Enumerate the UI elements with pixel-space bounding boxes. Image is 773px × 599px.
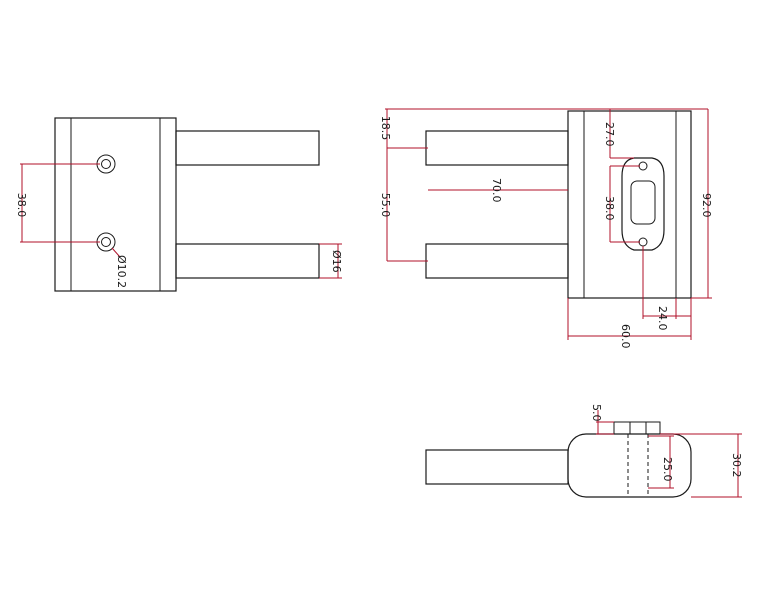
flange-slot [630,180,656,225]
dim-label-overall-height: 92.0 [700,193,713,218]
right-view-lower-rod [425,243,569,279]
left-view-body [54,117,177,292]
left-view-lower-hole-inner [101,237,111,247]
dim-label-total-height: 30.2 [730,453,743,478]
dim-label-inner-height: 25.0 [661,457,674,482]
right-view: 18.5 55.0 70.0 27.0 38.0 92.0 24.0 60.0 [379,108,713,349]
dim-label-flange-top: 27.0 [603,122,616,147]
left-view: 38.0 Ø10.2 Ø16 [15,117,343,292]
left-view-lower-rod [175,243,320,279]
right-view-body [567,110,692,299]
bottom-view-boss [613,421,661,435]
dim-label-rod-length: 70.0 [490,178,503,203]
flange-upper-hole [638,161,648,171]
dim-label-hole-spacing: 38.0 [15,193,28,218]
dim-label-overall-width: 60.0 [619,324,632,349]
bottom-view-rod [425,449,569,485]
flange-outline [621,157,665,251]
left-view-upper-rod [175,130,320,166]
dim-label-rod-spacing: 55.0 [379,193,392,218]
right-view-upper-rod [425,130,569,166]
bottom-view: 5.0 25.0 30.2 [425,404,743,498]
dim-label-boss-height: 5.0 [590,404,603,422]
dim-label-hole-dia: Ø10.2 [115,255,128,288]
left-view-upper-hole-inner [101,159,111,169]
dim-label-top-offset: 18.5 [379,116,392,141]
dim-label-rod-dia: Ø16 [330,250,343,273]
flange-lower-hole [638,237,648,247]
dim-label-flange-holes: 38.0 [603,196,616,221]
dim-leader-hole-dia [111,247,121,258]
dim-label-right-offset: 24.0 [656,306,669,331]
